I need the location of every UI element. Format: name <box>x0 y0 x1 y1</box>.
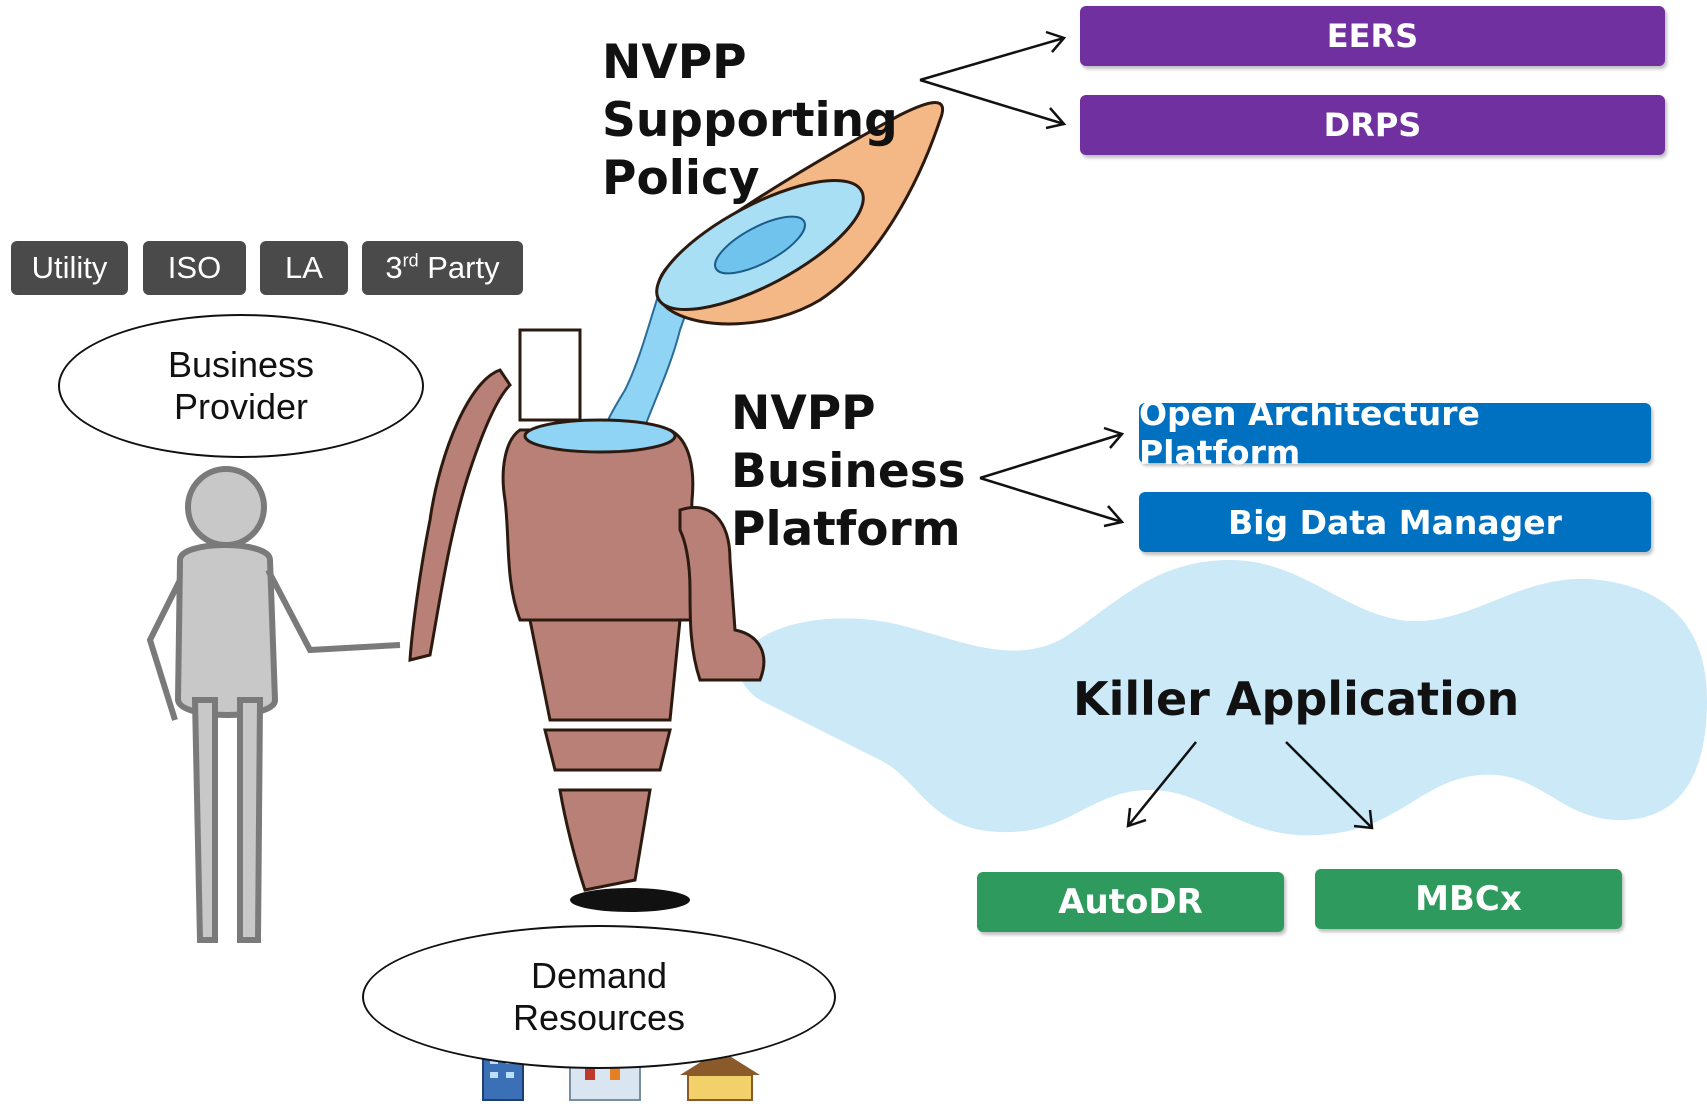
arrow-to-autodr-head <box>1126 807 1147 828</box>
arrow-to-open-architecture <box>979 432 1123 480</box>
killer-item-mbcx-label: MBCx <box>1415 879 1522 919</box>
arrow-to-open-architecture-head <box>1103 426 1125 449</box>
killer-item-autodr-label: AutoDR <box>1058 882 1203 922</box>
arrow-to-mbcx <box>1285 741 1373 829</box>
arrows <box>919 30 1374 830</box>
water-pump-icon <box>408 328 766 912</box>
tag-la: LA <box>260 241 348 295</box>
platform-label: NVPP Business Platform <box>731 386 966 557</box>
business-provider-ellipse: Business Provider <box>58 314 424 458</box>
person-icon <box>146 466 401 943</box>
water-cloud-shape <box>738 560 1707 836</box>
tag-utility: Utility <box>11 241 128 295</box>
killer-application-label: Killer Application <box>1073 672 1520 726</box>
house-icon <box>680 1050 760 1101</box>
bowl-icon <box>655 101 945 326</box>
tag-third-party: 3rd Party <box>362 241 523 295</box>
tag-utility-label: Utility <box>31 250 108 285</box>
platform-item-big-data: Big Data Manager <box>1139 492 1651 552</box>
demand-resources-ellipse: Demand Resources <box>362 925 836 1069</box>
killer-item-mbcx: MBCx <box>1315 869 1622 929</box>
policy-item-drps: DRPS <box>1080 95 1665 155</box>
platform-item-big-data-label: Big Data Manager <box>1228 502 1562 542</box>
arrow-to-eers <box>919 36 1065 82</box>
killer-item-autodr: AutoDR <box>977 872 1284 932</box>
tag-iso-label: ISO <box>167 250 222 285</box>
demand-resources-label: Demand Resources <box>512 955 686 1038</box>
business-provider-label: Business Provider <box>167 344 315 427</box>
policy-item-eers: EERS <box>1080 6 1665 66</box>
policy-label: NVPP Supporting Policy <box>602 35 898 206</box>
arrow-to-eers-head <box>1045 30 1067 53</box>
policy-item-eers-label: EERS <box>1326 17 1419 55</box>
platform-item-open-architecture: Open Architecture Platform <box>1139 394 1651 472</box>
arrow-to-autodr <box>1127 741 1197 827</box>
policy-item-drps-label: DRPS <box>1323 106 1422 144</box>
tag-third-party-label: 3rd Party <box>385 250 500 285</box>
arrow-to-big-data-head <box>1103 505 1125 528</box>
arrow-to-drps-head <box>1045 107 1067 130</box>
arrow-to-drps <box>919 78 1065 126</box>
tag-la-label: LA <box>285 250 323 285</box>
arrow-to-big-data <box>979 476 1123 524</box>
platform-item-open-architecture-label: Open Architecture Platform <box>1139 394 1480 472</box>
tag-iso: ISO <box>143 241 246 295</box>
arrow-to-mbcx-head <box>1353 809 1374 830</box>
